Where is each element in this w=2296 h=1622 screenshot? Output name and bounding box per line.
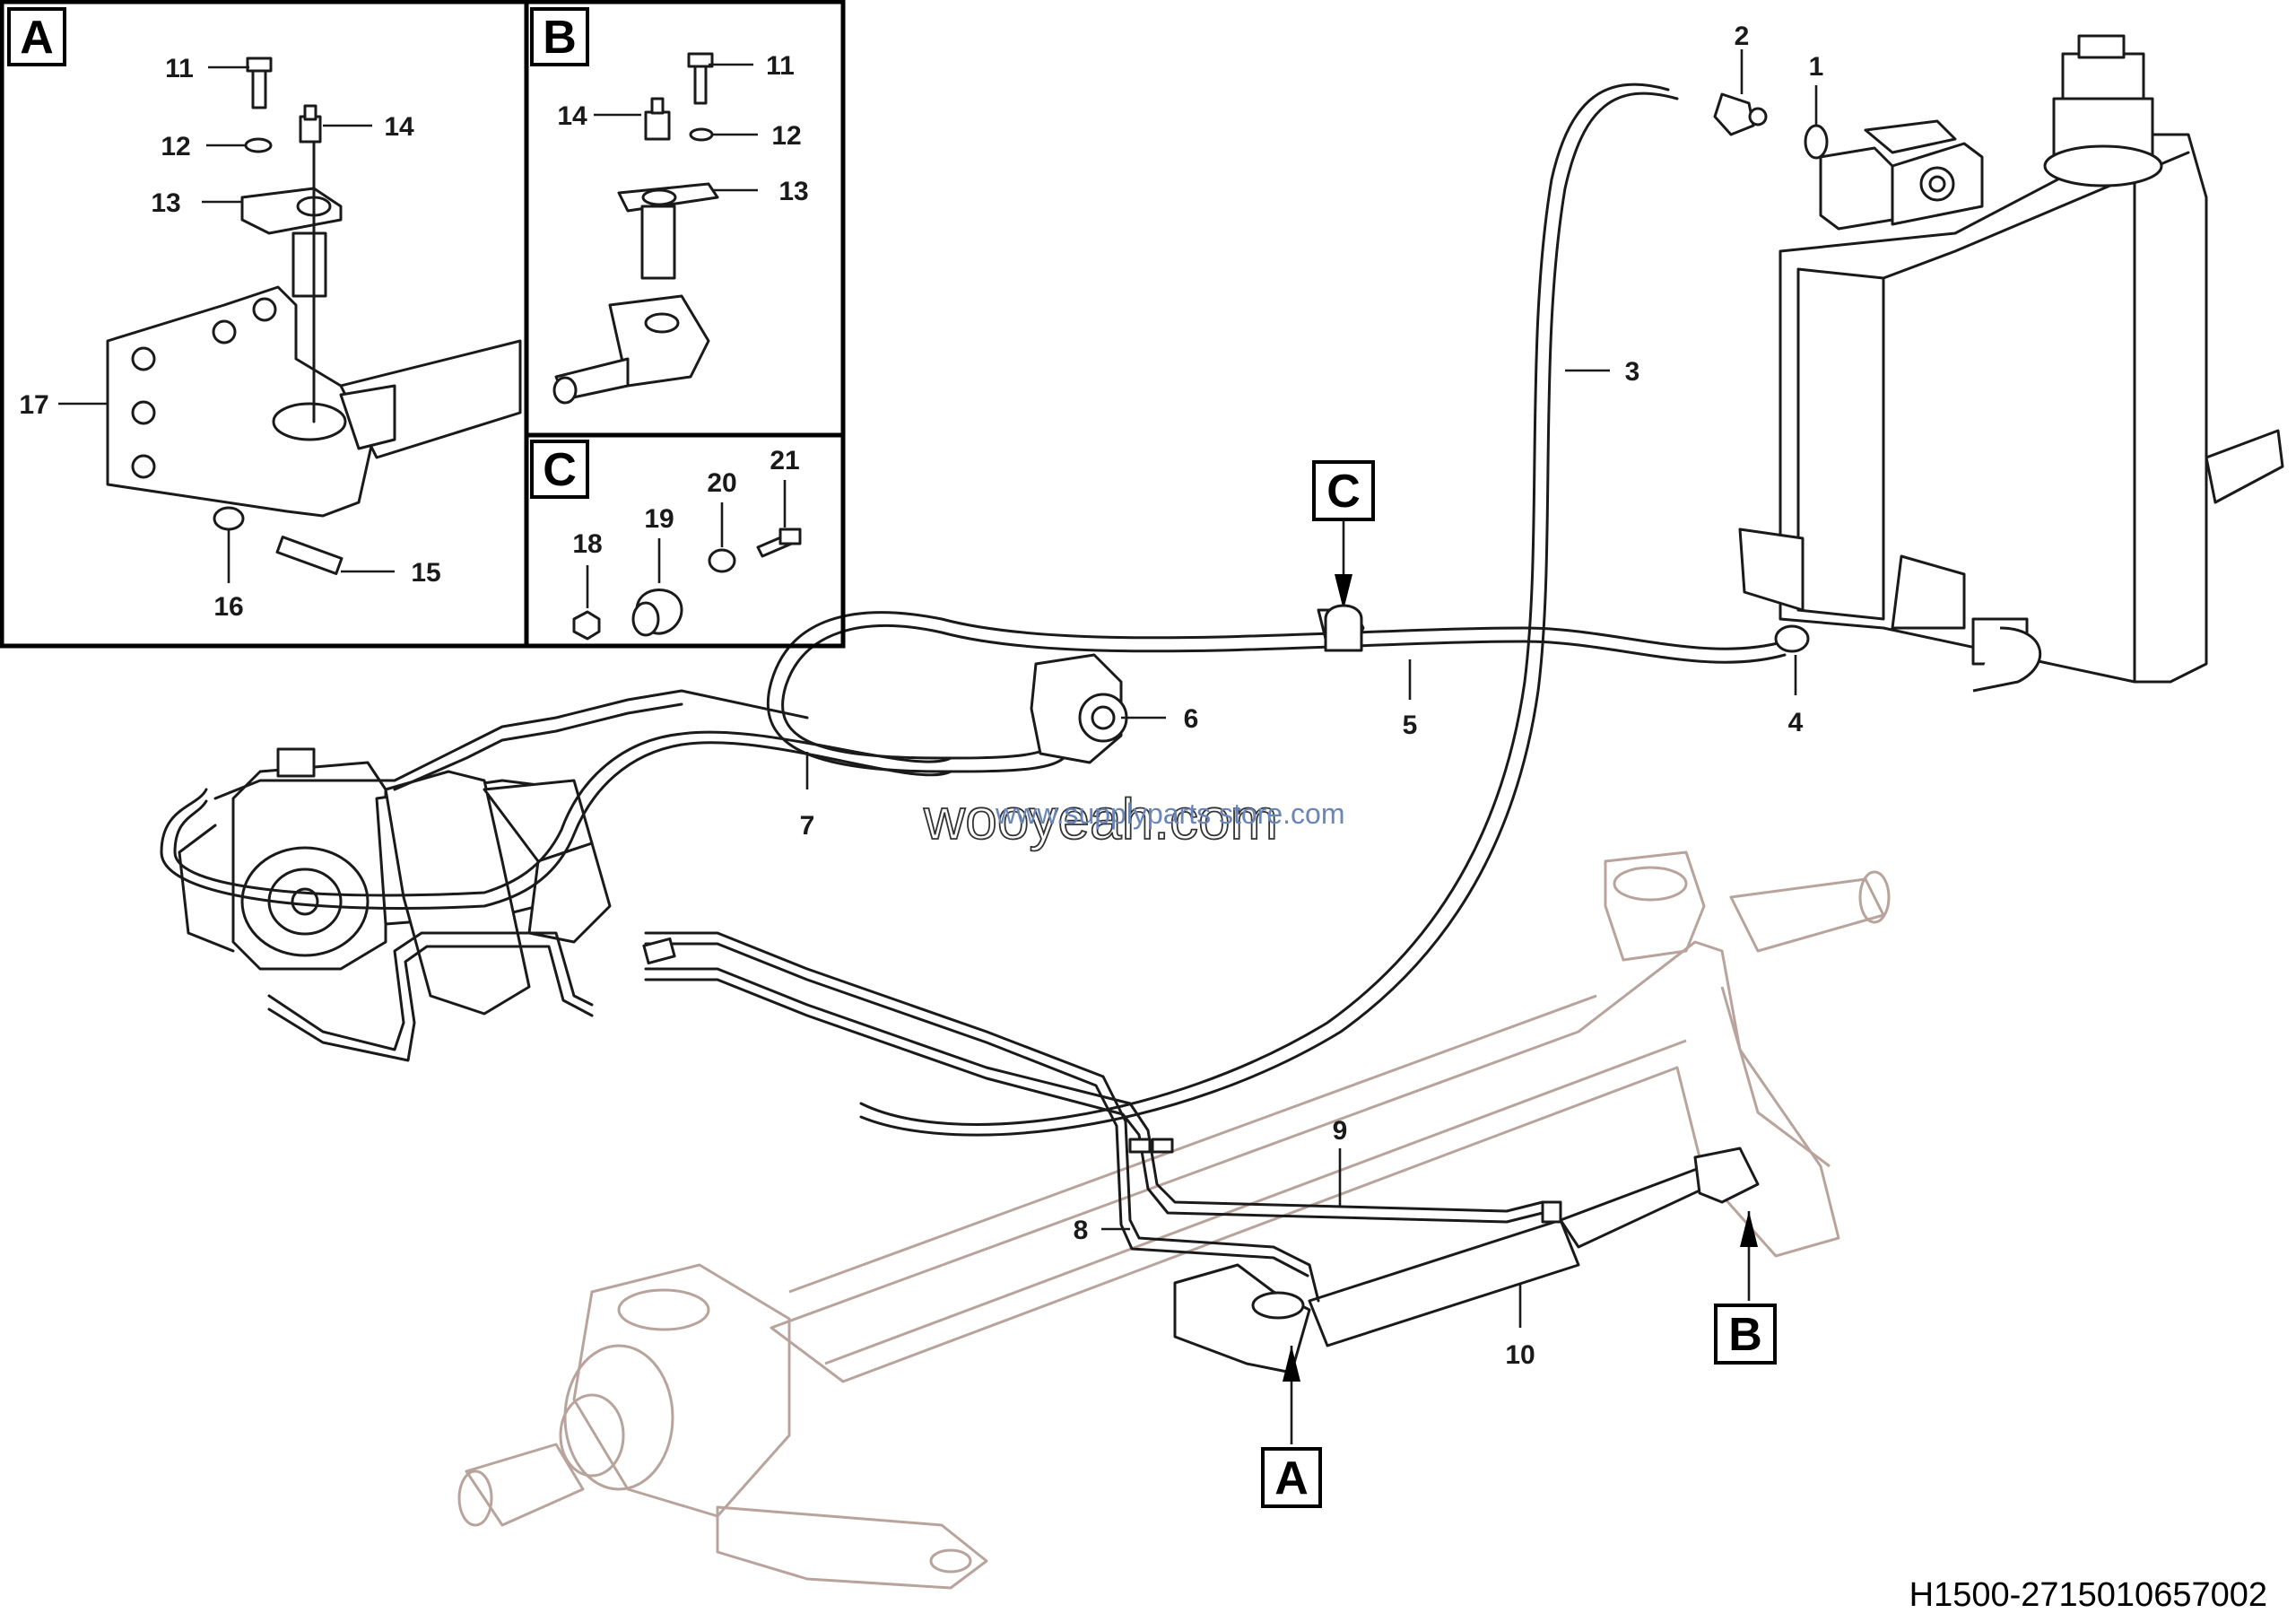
detail-c-drawing bbox=[572, 528, 802, 641]
svg-text:A: A bbox=[20, 12, 54, 64]
svg-text:20: 20 bbox=[707, 468, 736, 498]
svg-text:www.supplyparts store.com: www.supplyparts store.com bbox=[995, 798, 1344, 830]
detail-letter-b: B bbox=[530, 7, 589, 66]
steering-cylinder bbox=[1173, 1147, 1760, 1374]
reference-code: H1500-2715010657002 bbox=[1909, 1576, 2267, 1614]
svg-text:14: 14 bbox=[384, 112, 414, 142]
detail-c-callouts: 18 19 20 21 bbox=[572, 446, 800, 608]
svg-text:16: 16 bbox=[213, 592, 243, 622]
svg-text:17: 17 bbox=[19, 390, 48, 420]
marker-a: A bbox=[1261, 1346, 1322, 1508]
main-fittings bbox=[642, 92, 1829, 1224]
svg-text:13: 13 bbox=[778, 177, 808, 206]
svg-text:C: C bbox=[1326, 466, 1361, 518]
svg-text:15: 15 bbox=[411, 558, 440, 588]
svg-text:3: 3 bbox=[1625, 357, 1640, 387]
front-axle-ghost bbox=[457, 850, 1891, 1590]
hydraulic-tank bbox=[1738, 34, 2284, 693]
detail-a-callouts: 11 12 13 14 15 16 17 bbox=[19, 54, 440, 622]
detail-letter-c: C bbox=[530, 440, 589, 499]
svg-text:18: 18 bbox=[572, 529, 602, 559]
main-callouts: 1 2 3 4 5 6 7 8 9 10 bbox=[800, 22, 1824, 1370]
marker-c: C bbox=[1312, 460, 1375, 652]
marker-b: B bbox=[1714, 1211, 1777, 1365]
svg-text:7: 7 bbox=[800, 811, 815, 841]
svg-text:8: 8 bbox=[1074, 1216, 1089, 1245]
svg-text:wooyeah.com: wooyeah.com bbox=[923, 787, 1278, 851]
svg-text:11: 11 bbox=[766, 51, 795, 81]
watermark: wooyeah.com www.supplyparts store.com bbox=[922, 786, 1344, 852]
svg-text:B: B bbox=[543, 12, 577, 64]
svg-text:21: 21 bbox=[770, 446, 799, 475]
svg-text:10: 10 bbox=[1505, 1340, 1535, 1370]
svg-text:6: 6 bbox=[1184, 704, 1199, 734]
svg-text:1: 1 bbox=[1809, 52, 1824, 82]
svg-text:C: C bbox=[543, 444, 577, 496]
hose-lines bbox=[160, 83, 1787, 1303]
steering-gear bbox=[231, 747, 612, 1016]
detail-frames bbox=[0, 0, 846, 649]
svg-text:11: 11 bbox=[165, 54, 194, 83]
svg-text:12: 12 bbox=[771, 121, 801, 151]
svg-text:14: 14 bbox=[557, 101, 587, 131]
detail-letter-a: A bbox=[7, 7, 66, 66]
svg-text:5: 5 bbox=[1403, 711, 1418, 740]
detail-b-callouts: 11 12 13 14 bbox=[557, 51, 808, 206]
svg-text:A: A bbox=[1274, 1452, 1309, 1504]
svg-text:12: 12 bbox=[161, 132, 190, 161]
detail-a-drawing bbox=[106, 57, 522, 575]
svg-text:B: B bbox=[1728, 1309, 1762, 1361]
svg-text:4: 4 bbox=[1788, 708, 1804, 737]
svg-text:9: 9 bbox=[1333, 1116, 1348, 1146]
svg-text:2: 2 bbox=[1735, 22, 1750, 51]
svg-text:19: 19 bbox=[644, 504, 674, 534]
detail-b-drawing bbox=[552, 52, 719, 405]
svg-text:13: 13 bbox=[151, 188, 180, 218]
